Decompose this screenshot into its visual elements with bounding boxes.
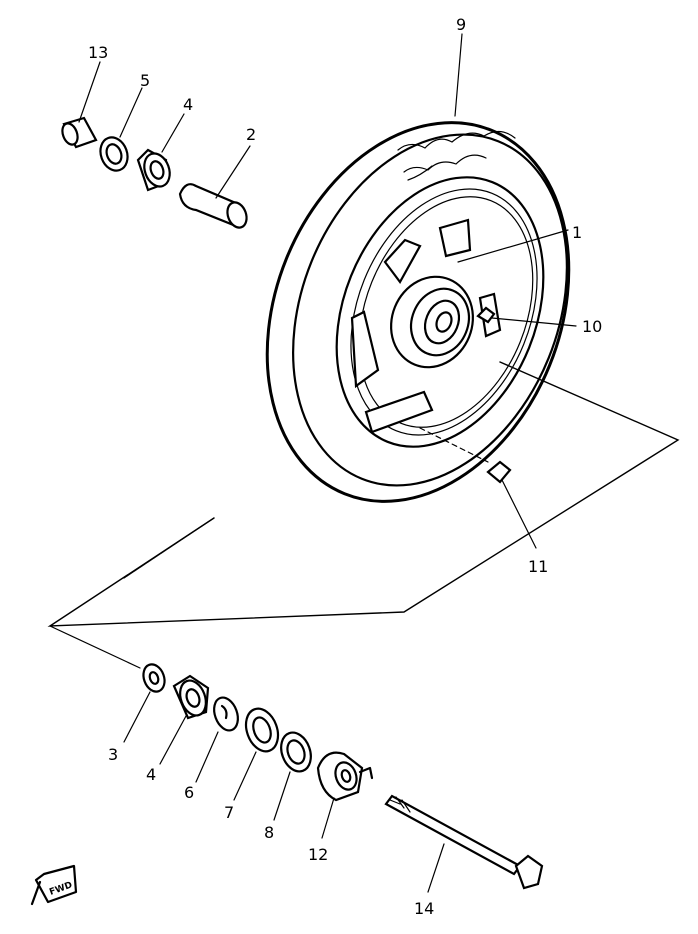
label-11: 11	[528, 557, 548, 576]
label-7: 7	[224, 803, 234, 822]
part-3-washer	[123, 663, 166, 743]
part-5-oil-seal	[99, 87, 143, 172]
label-10: 10	[582, 317, 602, 336]
part-9-tire-and-wheel	[265, 33, 571, 503]
part-4-bearing-lower	[159, 674, 210, 765]
axle-centerline	[47, 361, 680, 669]
label-9: 9	[456, 15, 466, 34]
part-4-bearing-upper	[136, 113, 185, 192]
part-13-spacer	[61, 61, 101, 149]
label-13: 13	[88, 43, 108, 62]
label-2: 2	[246, 125, 256, 144]
label-1: 1	[572, 223, 582, 242]
label-8: 8	[264, 823, 274, 842]
label-5: 5	[140, 71, 150, 90]
fwd-arrow-icon: FWD	[30, 864, 78, 906]
part-1-leader	[457, 229, 569, 263]
part-6-clutch-retainer	[195, 696, 239, 783]
label-3: 3	[108, 745, 118, 764]
part-14-axle	[384, 794, 544, 893]
label-12: 12	[308, 845, 328, 864]
label-4-lower: 4	[146, 765, 156, 784]
part-8-oil-seal	[273, 731, 312, 821]
part-11-balance-weight	[419, 427, 537, 549]
part-7-gear	[233, 707, 280, 801]
part-10-valve	[476, 306, 577, 327]
label-6: 6	[184, 783, 194, 802]
part-2-collar	[178, 145, 251, 229]
label-4-upper: 4	[183, 95, 193, 114]
label-14: 14	[414, 899, 434, 918]
part-12-meter-gear-unit	[316, 751, 374, 839]
